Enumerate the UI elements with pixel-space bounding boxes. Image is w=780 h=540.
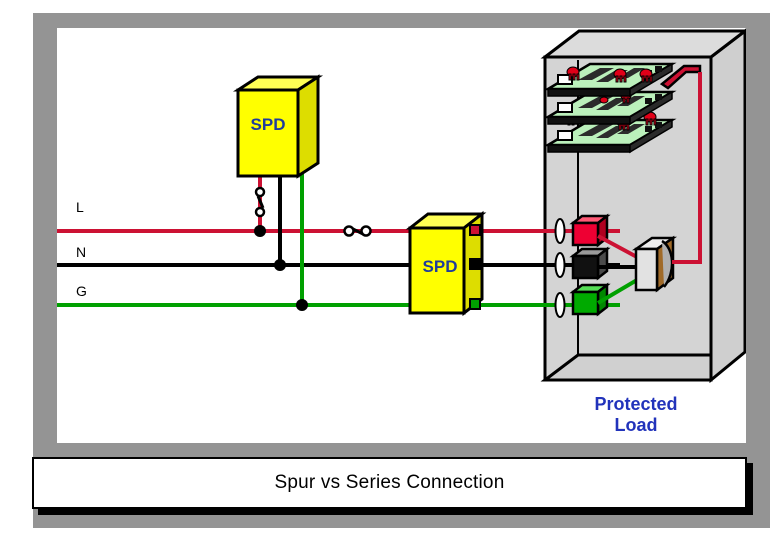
- caption-text: Spur vs Series Connection: [274, 472, 505, 493]
- enclosure-floor: [540, 353, 713, 382]
- conductor-label-g: G: [76, 283, 87, 299]
- internal-wire-g: [596, 275, 644, 305]
- spd-terminal-n: [469, 258, 481, 270]
- terminal-block-n[interactable]: [569, 246, 611, 281]
- load-device: [631, 235, 678, 293]
- spd-label: SPD: [251, 115, 286, 134]
- circuit-board: [543, 90, 677, 126]
- spd-device-series[interactable]: SPD: [405, 210, 487, 317]
- junction-dot: [274, 259, 286, 271]
- internal-wire-l: [597, 234, 638, 259]
- protected-load-label-line1: Protected: [594, 394, 677, 414]
- protected-load-label-line2: Load: [615, 415, 658, 435]
- spd-terminal-l: [469, 224, 481, 236]
- spd-front-face: [408, 226, 466, 315]
- grommet-n: [554, 252, 566, 278]
- disconnect-switch-vertical[interactable]: [254, 186, 266, 218]
- load-feed-riser: [672, 72, 702, 264]
- spd-label: SPD: [423, 257, 458, 276]
- spd-side-face: [296, 74, 320, 179]
- spd-terminal-g: [469, 298, 481, 310]
- load-body: [634, 247, 659, 292]
- junction-dot: [254, 225, 266, 237]
- conductor-label-n: N: [76, 244, 86, 260]
- enclosure-side-panel: [709, 28, 746, 384]
- enclosure-top-panel: [540, 29, 746, 59]
- junction-dot: [296, 299, 308, 311]
- caption-box: Spur vs Series Connection: [32, 457, 747, 509]
- circuit-board: [543, 111, 677, 154]
- grommet-g: [554, 292, 566, 318]
- terminal-block-l[interactable]: [569, 213, 611, 248]
- circuit-board: [543, 62, 677, 98]
- cable-grommets: [554, 218, 566, 318]
- spd-front-face: [236, 88, 300, 178]
- spd-device-spur[interactable]: SPD: [232, 74, 324, 179]
- grommet-l: [554, 218, 566, 244]
- conductor-label-l: L: [76, 199, 84, 215]
- disconnect-switch-horizontal[interactable]: [343, 225, 372, 237]
